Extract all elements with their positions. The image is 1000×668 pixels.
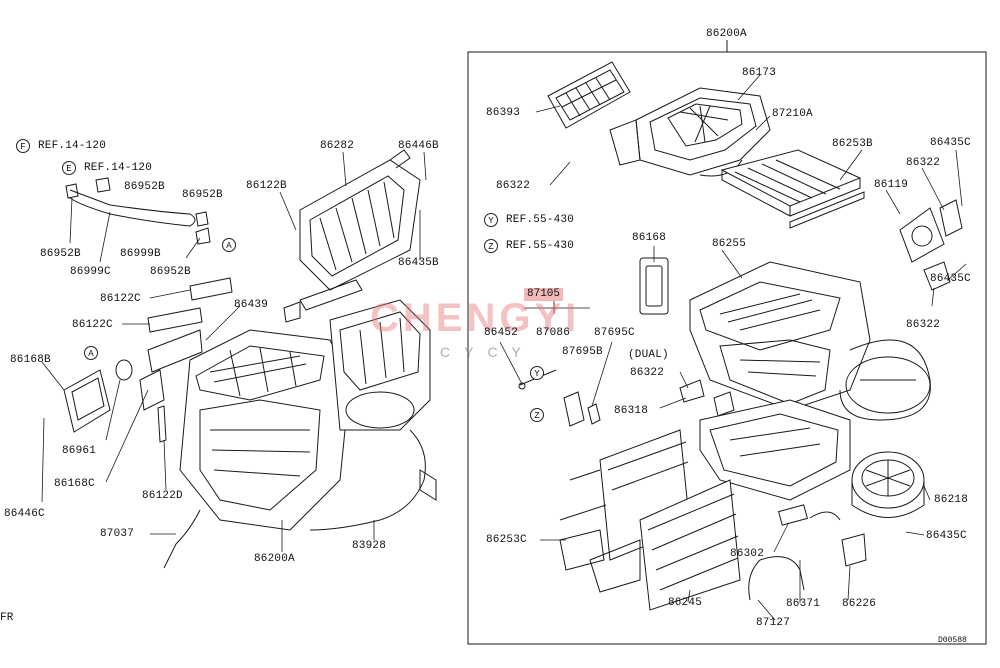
corner-fr: FR	[0, 612, 14, 624]
watermark: CHENGYI	[370, 296, 581, 340]
label-86435C-b: 86435C	[930, 273, 971, 285]
label-86200A-top: 86200A	[706, 28, 747, 40]
main-hvac-housing	[179, 299, 431, 531]
gasket-86168B	[63, 369, 111, 433]
connector-Y: Y	[530, 366, 544, 380]
label-86282: 86282	[320, 140, 355, 152]
label-86999B: 86999B	[120, 248, 161, 260]
label-86322-a: 86322	[496, 180, 531, 192]
label-86452: 86452	[484, 327, 519, 339]
label-87086: 87086	[536, 327, 571, 339]
label-86446B: 86446B	[398, 140, 439, 152]
watermark-sub: CYCY	[440, 344, 535, 360]
label-86253B: 86253B	[832, 138, 873, 150]
label-87127: 87127	[756, 617, 791, 629]
label-86435C-a: 86435C	[930, 137, 971, 149]
label-86200A-bottom: 86200A	[254, 553, 295, 565]
label-86435B: 86435B	[398, 257, 439, 269]
ref-Y-text: REF.55-430	[506, 214, 575, 226]
label-86253C: 86253C	[486, 534, 527, 546]
drain-hose	[69, 189, 196, 227]
label-86322-b: 86322	[906, 157, 941, 169]
lower-case-assembly	[699, 399, 851, 501]
connector-Z: Z	[530, 408, 544, 422]
label-87105: 87105	[524, 288, 564, 301]
ref-Z-text: REF.55-430	[506, 240, 575, 252]
blower-motor-86218	[851, 451, 925, 518]
sensor-wire-87127	[748, 556, 805, 601]
label-86122D: 86122D	[142, 490, 183, 502]
label-86122C-a: 86122C	[100, 293, 141, 305]
ref-Z-badge: Z	[484, 239, 498, 253]
heater-core-86245	[559, 429, 741, 611]
label-86322-d: 86322	[630, 367, 665, 379]
label-87210A: 87210A	[772, 108, 813, 120]
label-86302: 86302	[730, 548, 765, 560]
ref-E-text: REF.14-120	[84, 162, 153, 174]
ref-Y-badge: Y	[484, 213, 498, 227]
label-86122C-b: 86122C	[72, 319, 113, 331]
label-86122B: 86122B	[246, 180, 287, 192]
label-86173: 86173	[742, 67, 777, 79]
housing-86255	[689, 261, 931, 421]
filter-86393	[547, 61, 631, 129]
label-86318: 86318	[614, 405, 649, 417]
corner-code: D00588	[938, 636, 967, 645]
label-86999C: 86999C	[70, 266, 111, 278]
label-86446C: 86446C	[4, 508, 45, 520]
ref-F-text: REF.14-120	[38, 140, 107, 152]
servo-86119	[899, 199, 963, 291]
duct-86282	[299, 149, 421, 291]
label-86961: 86961	[62, 445, 97, 457]
label-86168: 86168	[632, 232, 667, 244]
connector-A-top: A	[222, 238, 236, 252]
ref-E-badge: E	[62, 161, 76, 175]
label-86952B-c: 86952B	[40, 248, 81, 260]
label-86245: 86245	[668, 597, 703, 609]
label-86952B-d: 86952B	[150, 266, 191, 278]
label-87695B: 87695B	[562, 346, 603, 358]
label-86119: 86119	[874, 179, 909, 191]
label-86226: 86226	[842, 598, 877, 610]
label-86952B-a: 86952B	[124, 181, 165, 193]
upper-case-86173	[609, 87, 771, 177]
wire-harness-83928	[309, 429, 426, 531]
label-86952B-b: 86952B	[182, 189, 223, 201]
connector-A-left: A	[84, 346, 98, 360]
label-86393: 86393	[486, 107, 521, 119]
label-86371: 86371	[786, 598, 821, 610]
ref-F-badge: F	[16, 139, 30, 153]
label-86218: 86218	[934, 494, 969, 506]
dual-note: (DUAL)	[628, 349, 669, 361]
label-86439: 86439	[234, 299, 269, 311]
label-86255: 86255	[712, 238, 747, 250]
label-86168B: 86168B	[10, 354, 51, 366]
label-86435C-c: 86435C	[926, 530, 967, 542]
label-83928: 83928	[352, 540, 387, 552]
label-87037: 87037	[100, 528, 135, 540]
label-86168C: 86168C	[54, 478, 95, 490]
label-87695C: 87695C	[594, 327, 635, 339]
label-86322-c: 86322	[906, 319, 941, 331]
cabin-filter-87210A	[720, 149, 865, 229]
